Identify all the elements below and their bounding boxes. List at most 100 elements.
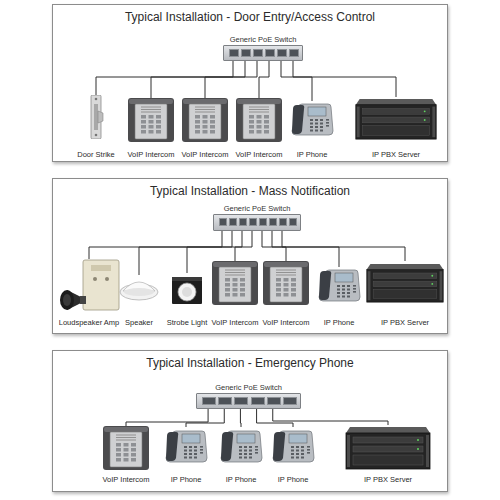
network-device: IP Phone	[280, 101, 344, 159]
device-illustration	[290, 101, 334, 137]
switch-port	[219, 218, 227, 226]
switch-port	[202, 397, 216, 405]
device-label: IP Phone	[171, 475, 202, 484]
intercom-icon	[236, 98, 282, 142]
device-label: Strobe Light	[167, 318, 207, 327]
switch-port	[265, 49, 275, 57]
device-label: VoIP Intercom	[263, 318, 310, 327]
device-illustration	[344, 425, 432, 471]
network-cable	[187, 231, 242, 273]
device-label: IP Phone	[324, 318, 355, 327]
network-device: Strobe Light	[155, 273, 219, 327]
installation-panel: Typical Installation - Door Entry/Access…	[52, 4, 448, 162]
server-icon	[346, 427, 430, 469]
device-label: Loudspeaker Amp	[59, 318, 119, 327]
network-device: IP Phone	[209, 427, 273, 484]
installation-panel: Typical Installation - Emergency PhoneGe…	[52, 350, 448, 492]
device-label: VoIP Intercom	[182, 150, 229, 159]
network-cable	[126, 409, 208, 426]
device-label: Door Strike	[77, 150, 115, 159]
network-device: IP Phone	[261, 427, 325, 484]
network-device: VoIP Intercom	[254, 261, 318, 327]
switch-port	[234, 397, 248, 405]
phone-icon	[292, 104, 333, 135]
network-device: IP Phone	[154, 427, 218, 484]
network-device: IP PBX Server	[365, 261, 445, 327]
network-cable	[262, 231, 286, 261]
device-label: VoIP Intercom	[236, 150, 283, 159]
phone-icon	[221, 431, 262, 462]
poe-switch: Generic PoE Switch	[196, 393, 301, 409]
network-device: VoIP Intercom	[227, 98, 291, 159]
network-device: Speaker	[107, 275, 171, 327]
switch-port	[253, 49, 263, 57]
network-cable	[186, 409, 224, 427]
network-device: IP Phone	[307, 267, 371, 327]
network-cable	[259, 61, 269, 98]
network-device: IP PBX Server	[344, 425, 432, 484]
network-cable	[89, 231, 222, 259]
switch-port	[251, 397, 265, 405]
device-illustration	[119, 275, 159, 301]
network-cable	[281, 61, 312, 101]
device-illustration	[88, 95, 104, 139]
network-cable	[273, 409, 388, 425]
switch-label: Generic PoE Switch	[224, 204, 291, 213]
switch-port	[269, 218, 277, 226]
panel-title: Typical Installation - Door Entry/Access…	[53, 10, 447, 24]
device-illustration	[57, 259, 121, 311]
switch-port	[259, 218, 267, 226]
device-illustration	[169, 273, 205, 305]
device-illustration	[182, 98, 228, 142]
intercom-icon	[182, 98, 228, 142]
network-cable	[293, 61, 396, 97]
device-illustration	[219, 427, 263, 465]
strobe-icon	[172, 277, 202, 304]
network-device: VoIP Intercom	[173, 98, 237, 159]
switch-port	[277, 49, 287, 57]
network-cable	[282, 231, 405, 261]
switch-port	[283, 397, 297, 405]
strike-icon	[91, 95, 103, 139]
network-device: VoIP Intercom	[94, 426, 158, 484]
device-label: VoIP Intercom	[128, 150, 175, 159]
device-label: IP PBX Server	[381, 318, 429, 327]
amp-icon	[60, 260, 119, 310]
phone-icon	[319, 270, 360, 301]
switch-port	[229, 49, 239, 57]
switch-port	[279, 218, 287, 226]
device-illustration	[212, 261, 258, 305]
poe-switch: Generic PoE Switch	[213, 214, 301, 231]
network-device: VoIP Intercom	[203, 261, 267, 327]
device-label: IP Phone	[278, 475, 309, 484]
device-illustration	[271, 427, 315, 465]
poe-switch: Generic PoE Switch	[223, 45, 303, 61]
switch-port	[249, 218, 257, 226]
device-label: IP Phone	[297, 150, 328, 159]
device-illustration	[365, 261, 445, 305]
network-cable	[151, 61, 245, 98]
intercom-icon	[128, 98, 174, 142]
network-device: VoIP Intercom	[119, 98, 183, 159]
server-icon	[367, 264, 443, 302]
switch-port	[267, 397, 281, 405]
switch-port	[289, 49, 299, 57]
network-cable	[272, 231, 339, 267]
installation-panel: Typical Installation - Mass Notification…	[52, 178, 448, 334]
speaker-icon	[120, 282, 158, 300]
switch-port	[239, 218, 247, 226]
panel-title: Typical Installation - Mass Notification	[53, 184, 447, 198]
phone-icon	[166, 431, 207, 462]
network-cable	[205, 61, 257, 98]
device-illustration	[128, 98, 174, 142]
device-illustration	[164, 427, 208, 465]
device-illustration	[317, 267, 361, 303]
switch-port	[241, 49, 251, 57]
intercom-icon	[103, 426, 149, 470]
panel-title: Typical Installation - Emergency Phone	[53, 356, 447, 370]
device-illustration	[103, 426, 149, 470]
switch-port	[289, 218, 297, 226]
device-label: IP Phone	[226, 475, 257, 484]
